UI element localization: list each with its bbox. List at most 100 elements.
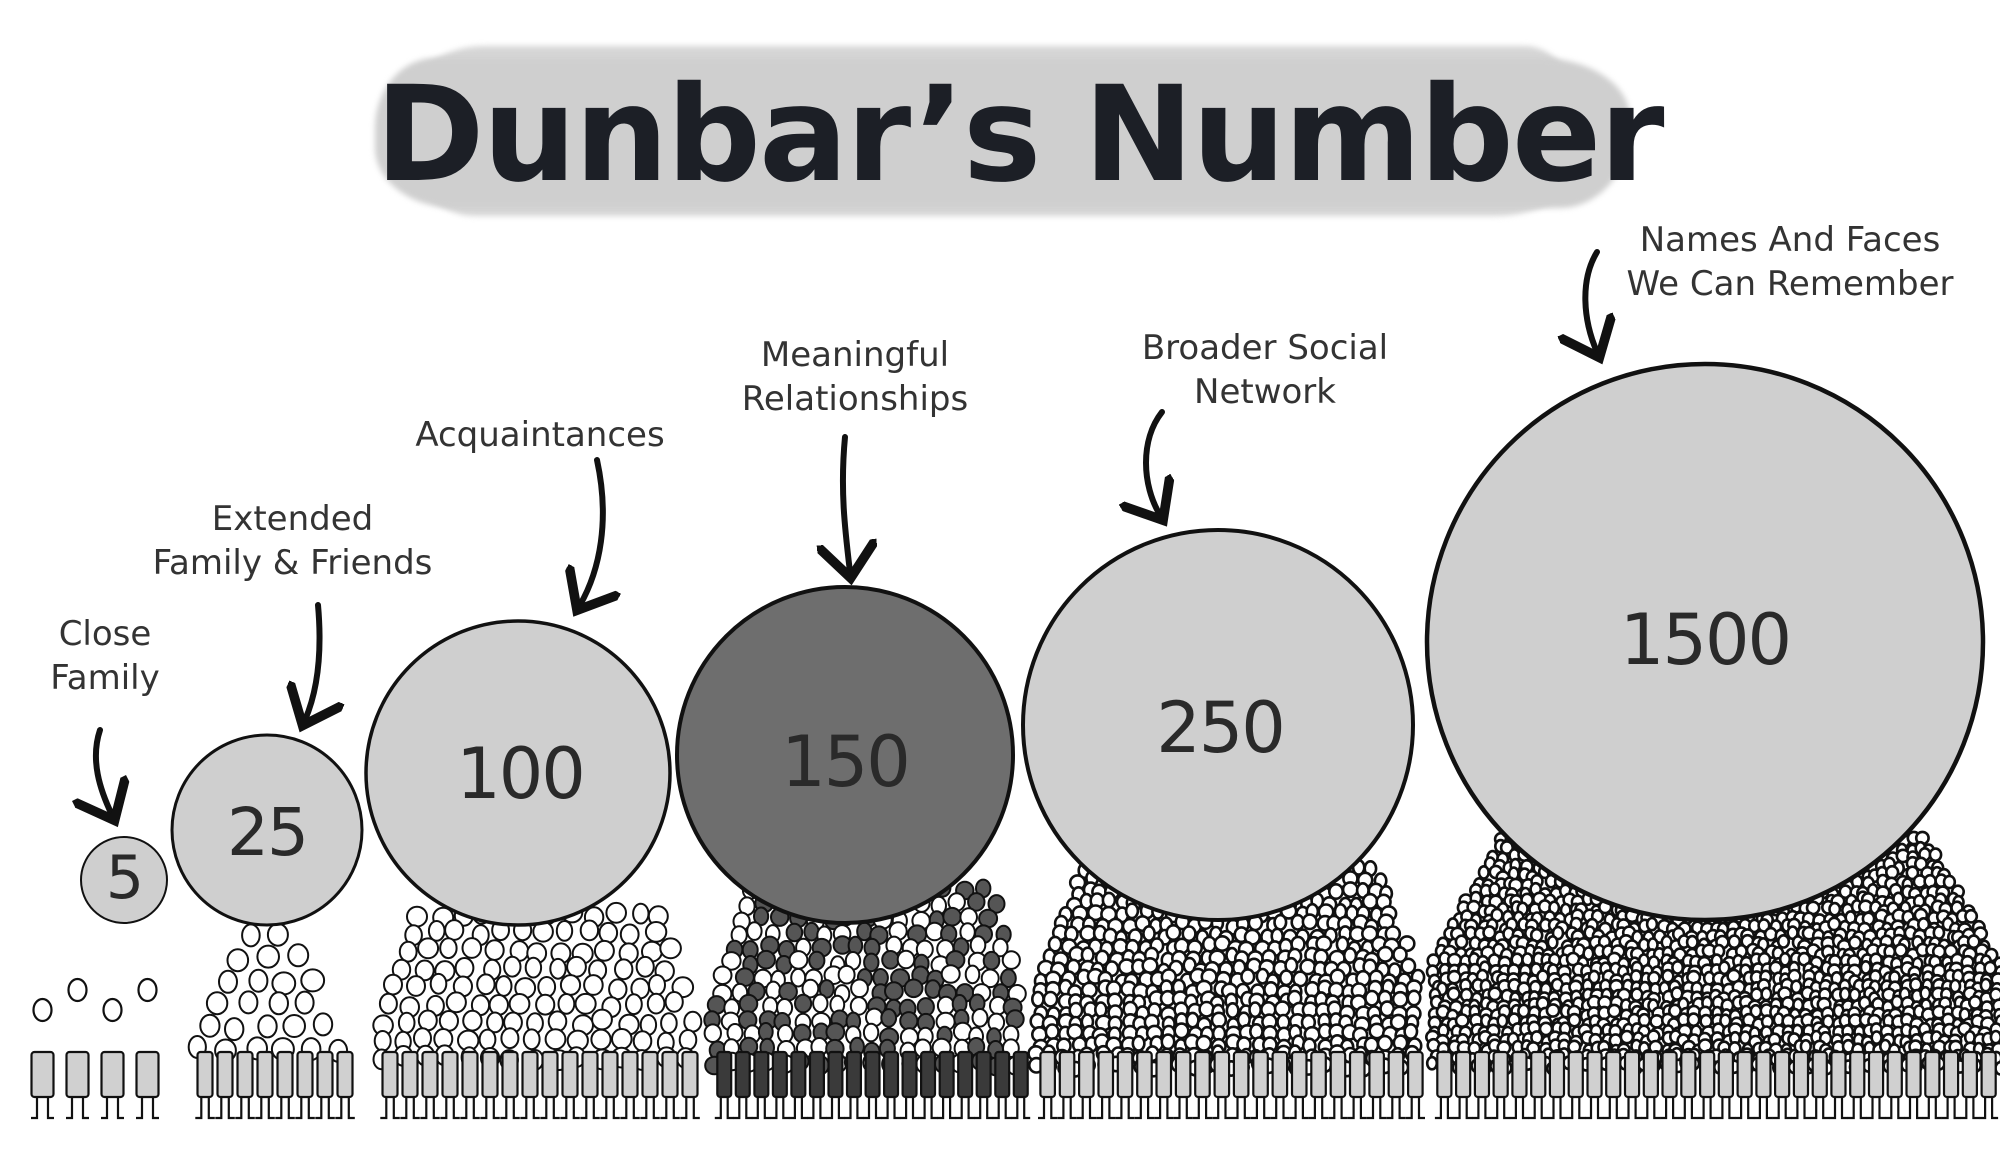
person-head (508, 993, 531, 1015)
person-body (135, 1050, 160, 1099)
person-body (276, 1050, 294, 1099)
person-legs (1641, 1097, 1661, 1120)
person-body (65, 1050, 90, 1099)
person-head (1686, 1012, 1701, 1028)
person-head (1671, 960, 1685, 975)
person-legs (1904, 1097, 1924, 1120)
person-body (1698, 1050, 1716, 1099)
person-legs (460, 1097, 480, 1120)
person-body (1717, 1050, 1735, 1099)
person-head (712, 965, 733, 986)
person-head (625, 993, 643, 1016)
person-head (537, 976, 557, 998)
person-legs (1434, 1097, 1454, 1120)
person-legs (295, 1097, 315, 1120)
person-body (1586, 1050, 1603, 1099)
person-head (268, 991, 289, 1016)
person-head (1928, 847, 1943, 863)
person-body (1736, 1050, 1753, 1099)
person-head (1124, 902, 1140, 920)
person-head (863, 952, 880, 973)
person-body (501, 1050, 519, 1099)
person-head (67, 977, 88, 1003)
person-head (611, 1028, 633, 1050)
person-head (398, 940, 418, 963)
person-head (1477, 865, 1490, 880)
arrow-icon (843, 434, 850, 572)
person-head (794, 993, 813, 1014)
person-head (1141, 956, 1159, 974)
person-head (1828, 901, 1842, 917)
person-body (975, 1050, 992, 1099)
person-head (444, 919, 465, 941)
person-head (1848, 987, 1862, 1003)
person-head (1587, 969, 1601, 985)
person-body (601, 1050, 619, 1099)
person-head (1195, 1034, 1213, 1052)
person-legs (714, 1097, 734, 1120)
person-body (1290, 1050, 1308, 1099)
person-head (1989, 1029, 2000, 1045)
person-body (1886, 1050, 1903, 1099)
person-head (1335, 935, 1350, 953)
person-body (1155, 1050, 1173, 1099)
person-legs (1386, 1097, 1406, 1120)
person-head (547, 1010, 568, 1033)
crowd-illustration (372, 901, 703, 1120)
person-body (901, 1050, 918, 1099)
person-head (1979, 977, 1993, 993)
person-head (1173, 1022, 1190, 1040)
person-head (884, 981, 904, 1001)
person-body (1924, 1050, 1941, 1099)
person-legs (918, 1097, 938, 1120)
person-head (1001, 950, 1021, 970)
person-legs (733, 1097, 753, 1120)
person-head (257, 1014, 278, 1039)
person-head (825, 1022, 846, 1042)
person-legs (1289, 1097, 1309, 1120)
group-circle (1021, 528, 1415, 922)
person-head (373, 1030, 392, 1052)
person-legs (937, 1097, 957, 1120)
person-head (1160, 1033, 1176, 1051)
person-body (1849, 1050, 1866, 1099)
person-head (778, 981, 798, 1002)
person-head (256, 944, 281, 969)
person-body (1406, 1050, 1424, 1099)
person-head (555, 920, 574, 942)
person-head (971, 1008, 989, 1028)
group-label-acquaintances: Acquaintances (415, 415, 665, 455)
person-head (1131, 1034, 1146, 1052)
person-legs (600, 1097, 620, 1120)
person-body (734, 1050, 751, 1099)
person-legs (520, 1097, 540, 1120)
person-head (266, 922, 289, 947)
person-legs (844, 1097, 864, 1120)
person-head (224, 1017, 245, 1042)
group-circle (364, 619, 672, 927)
person-body (1792, 1050, 1810, 1099)
person-head (777, 1024, 794, 1044)
person-head (199, 1013, 221, 1038)
person-head (282, 1014, 307, 1038)
person-body (336, 1050, 354, 1099)
person-head (414, 959, 435, 982)
person-head (574, 992, 597, 1015)
person-legs (540, 1097, 560, 1120)
person-body (1213, 1050, 1231, 1099)
person-head (936, 995, 955, 1016)
person-legs (1866, 1097, 1886, 1120)
person-body (1623, 1050, 1641, 1099)
group-circle (1424, 361, 1986, 923)
person-head (1406, 989, 1422, 1007)
person-legs (1472, 1097, 1492, 1120)
group-value-1500: 1500 (1619, 599, 1792, 681)
person-head (397, 1011, 416, 1034)
person-body (1368, 1050, 1386, 1099)
person-legs (955, 1097, 975, 1120)
person-legs (620, 1097, 640, 1120)
person-body (882, 1050, 900, 1099)
person-head (1893, 943, 1908, 958)
person-head (1496, 1013, 1509, 1029)
person-head (803, 921, 820, 942)
